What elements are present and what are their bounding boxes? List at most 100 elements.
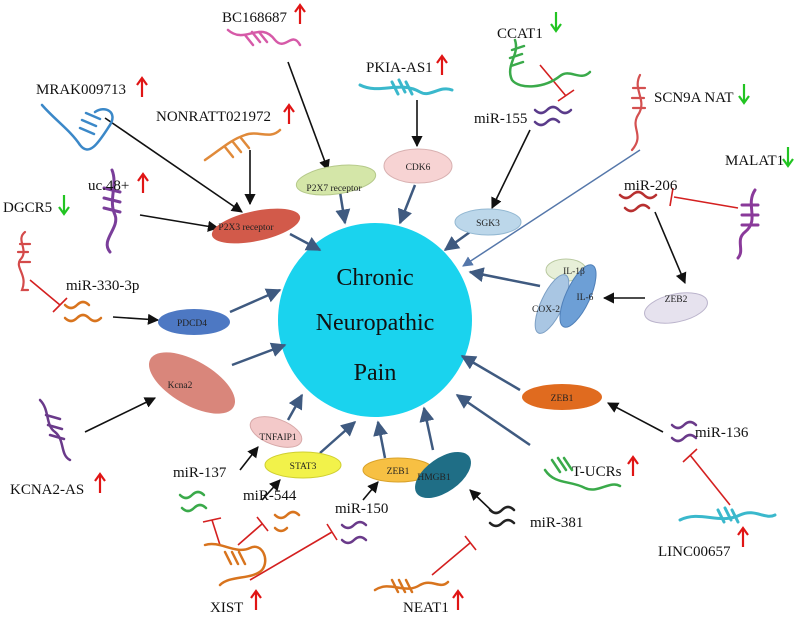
up-arrow-icon	[283, 103, 295, 124]
down-arrow-icon	[782, 147, 794, 168]
arrow-mir136-zeb1	[607, 402, 664, 433]
center-arrows	[229, 184, 541, 459]
center-node: Chronic Neuropathic Pain	[278, 223, 472, 417]
rna-glyphs	[16, 28, 777, 594]
node-p2x7-label: P2X7 receptor	[306, 184, 362, 194]
node-zeb2-label: ZEB2	[665, 295, 688, 305]
label-mir150: miR-150	[335, 501, 388, 517]
node-sgk3	[454, 208, 522, 236]
node-kcna2-label: Kcna2	[168, 381, 193, 391]
mirna-544-icon	[273, 510, 301, 533]
down-arrow-icon	[58, 195, 70, 216]
arrow-tucrs-center	[455, 393, 531, 447]
label-mir330: miR-330-3p	[66, 278, 139, 294]
up-arrow-icon	[294, 3, 306, 24]
label-mir136: miR-136	[695, 425, 749, 441]
arrow-kcna2-center	[231, 342, 287, 367]
label-bc168687: BC168687	[222, 10, 288, 26]
mirna-381-icon	[488, 505, 516, 528]
arrow-hmgb1-center	[419, 406, 435, 451]
node-cdk6-label: CDK6	[406, 163, 431, 173]
label-malat1: MALAT1	[725, 153, 784, 169]
rna-kcna2-as-icon	[38, 398, 72, 462]
up-arrow-icon	[136, 76, 148, 97]
arrow-mir150-zeb1	[362, 481, 379, 501]
label-kcna2-as: KCNA2-AS	[10, 482, 84, 498]
label-nonratt021972: NONRATT021972	[156, 109, 271, 125]
node-kcna2	[149, 352, 235, 414]
node-sgk3-label: SGK3	[476, 219, 500, 229]
node-hmgb1	[415, 451, 471, 499]
arrow-kcna2as-kcna2	[84, 397, 157, 433]
rna-malat1-icon	[736, 188, 760, 260]
rna-neat1-icon	[373, 578, 450, 594]
rna-pkia-as1-icon	[358, 78, 454, 96]
node-cdk6	[383, 148, 453, 184]
rna-scn9a-nat-icon	[630, 73, 647, 152]
arrow-zeb1-right-center	[460, 354, 521, 392]
regulation-arrows	[84, 61, 687, 513]
down-arrow-icon	[738, 84, 750, 105]
node-cox2-label: COX-2	[532, 305, 560, 315]
inhibit-malat1-mir206	[673, 196, 739, 209]
arrow-mir544-stat3	[261, 479, 281, 501]
label-linc00657: LINC00657	[658, 544, 731, 560]
arrow-tnfaip1-center	[286, 393, 304, 421]
label-mir206: miR-206	[624, 178, 678, 194]
label-dgcr5: DGCR5	[3, 200, 52, 216]
mirna-206-icon	[618, 190, 658, 213]
molecule-labels: BC168687 PKIA-AS1 CCAT1 MRAK009713 NONRA…	[3, 10, 784, 616]
up-arrow-icon	[436, 54, 448, 75]
node-hmgb1-label: HMGB1	[417, 473, 451, 483]
center-line-2: Neuropathic	[316, 310, 435, 336]
rna-ccat1-icon	[508, 38, 592, 88]
arrow-sgk3-center	[443, 230, 471, 252]
rna-xist-icon	[203, 542, 267, 587]
inhibit-xist-mir544	[237, 523, 263, 546]
arrow-cytokines-center	[468, 267, 541, 288]
node-il6-label: IL-6	[577, 293, 594, 303]
rna-t-ucrs-icon	[543, 456, 622, 491]
label-t-ucrs: T-UCRs	[572, 464, 622, 480]
up-arrow-icon	[627, 455, 639, 476]
arrow-mrak-p2x3	[104, 117, 243, 213]
down-arrow-icon	[550, 12, 562, 33]
arrow-p2x7-center	[335, 191, 351, 225]
up-arrow-icon	[737, 526, 749, 547]
arrow-mir381-hmgb1	[469, 489, 494, 513]
arrow-uc48-p2x3	[139, 214, 220, 232]
label-mrak009713: MRAK009713	[36, 82, 126, 98]
node-tnfaip1-label: TNFAIP1	[259, 433, 297, 443]
mirna-137-icon	[178, 490, 208, 513]
up-arrow-icon	[94, 472, 106, 493]
rna-bc168687-icon	[226, 28, 302, 47]
mirna-150-icon	[340, 520, 368, 545]
arrow-zeb1-bottom-center	[373, 420, 388, 459]
node-pdcd4-label: PDCD4	[177, 319, 207, 329]
arrow-p2x3-center	[289, 232, 322, 252]
mirna-330-3p-icon	[63, 300, 103, 323]
arrow-mir330-pdcd4	[112, 313, 160, 325]
arrow-mir137-tnfaip1	[239, 446, 259, 471]
label-mir381: miR-381	[530, 515, 583, 531]
arrow-cdk6-center	[397, 184, 417, 225]
label-neat1: NEAT1	[403, 600, 449, 616]
arrow-pdcd4-center	[229, 288, 282, 314]
node-p2x3-label: P2X3 receptor	[218, 223, 274, 233]
inhibit-dgcr5-mir330	[29, 279, 61, 306]
node-il1b-label: IL-1β	[563, 267, 585, 277]
label-mir155: miR-155	[474, 111, 527, 127]
arrow-bc168687-p2x7	[287, 61, 330, 172]
label-mir137: miR-137	[173, 465, 227, 481]
node-stat3-label: STAT3	[290, 462, 317, 472]
rna-nonratt021972-icon	[203, 128, 282, 162]
up-arrow-icon	[137, 172, 149, 193]
node-zeb1-right-label: ZEB1	[551, 394, 574, 404]
rna-mrak009713-icon	[40, 103, 114, 151]
center-line-1: Chronic	[336, 265, 413, 291]
node-zeb1-bottom-label: ZEB1	[387, 467, 410, 477]
up-arrow-icon	[452, 589, 464, 610]
up-arrow-icon	[250, 589, 262, 610]
